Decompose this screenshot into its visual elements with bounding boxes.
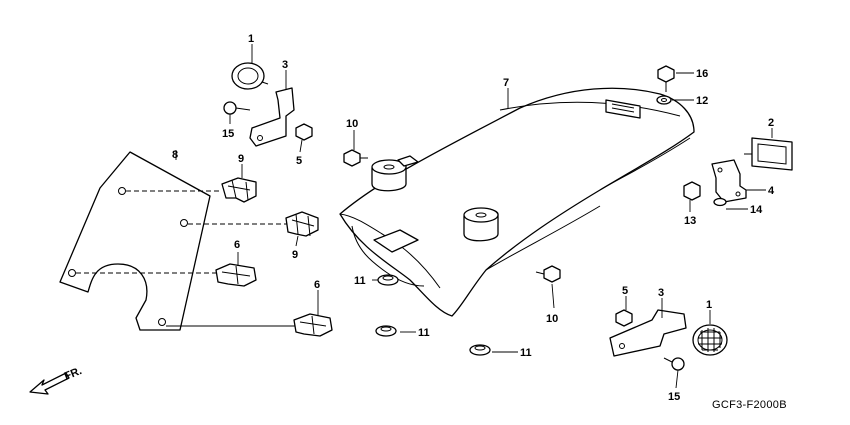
part-9-clip-upper	[221, 177, 257, 203]
part-3-bracket-lower	[609, 309, 687, 357]
callout-6-upper: 6	[234, 239, 240, 251]
callout-1-upper: 1	[248, 33, 254, 45]
part-13-nut	[683, 181, 701, 201]
part-5-nut-lower	[615, 309, 633, 327]
callout-15-upper: 15	[222, 128, 234, 140]
part-14-washer	[713, 197, 727, 207]
callout-4: 4	[768, 185, 775, 197]
front-label: FR.	[63, 365, 84, 383]
fender-boss-rear	[463, 207, 499, 242]
callout-9-upper: 9	[238, 153, 244, 165]
part-5-nut-upper	[295, 123, 313, 141]
callout-10-upper: 10	[346, 118, 358, 130]
callout-3-lower: 3	[658, 287, 664, 299]
part-15-screw-upper	[223, 101, 251, 115]
callout-2: 2	[768, 117, 774, 129]
callout-14: 14	[750, 204, 763, 216]
callout-3-upper: 3	[282, 59, 288, 71]
callout-15-lower: 15	[668, 391, 680, 403]
fender-boss-front	[371, 159, 407, 192]
part-1-reflector-upper	[231, 62, 269, 90]
leader-lines	[175, 44, 773, 389]
front-direction-indicator: FR.	[29, 365, 84, 395]
callout-11-b: 11	[418, 327, 430, 339]
callout-9-lower: 9	[292, 249, 298, 261]
callout-16: 16	[696, 68, 708, 80]
part-7-rear-fender	[339, 87, 695, 317]
front-arrow-icon	[29, 372, 70, 395]
callout-6-lower: 6	[314, 279, 320, 291]
callout-13: 13	[684, 215, 696, 227]
callout-7: 7	[503, 77, 509, 89]
diagram-code: GCF3-F2000B	[712, 399, 787, 411]
part-10-bolt-upper	[343, 149, 368, 167]
part-9-clip-lower	[285, 211, 319, 237]
part-8-plate	[59, 151, 300, 331]
callout-1-lower: 1	[706, 299, 712, 311]
part-2-reflector-side	[744, 137, 793, 171]
part-6-clip-upper	[215, 263, 257, 287]
callout-5-upper: 5	[296, 155, 302, 167]
callout-11-a: 11	[354, 275, 366, 287]
callout-11-c: 11	[520, 347, 532, 359]
part-10-bolt-lower	[535, 265, 561, 283]
callout-10-lower: 10	[546, 313, 558, 325]
callout-8: 8	[172, 149, 178, 161]
part-11-grommet-b	[375, 325, 397, 337]
part-6-clip-lower	[293, 313, 333, 337]
callout-labels: 1 1 2 3 3 4 5 5 6 6 7 8 9 9 10 10 11 11 …	[172, 33, 775, 403]
part-15-screw-lower	[663, 357, 685, 371]
part-11-grommet-c	[469, 344, 491, 356]
part-4-bracket-side	[711, 159, 747, 203]
part-3-bracket-upper	[249, 87, 295, 147]
part-12-washer	[656, 95, 672, 105]
part-1-reflector-lower	[692, 324, 728, 356]
callout-5-lower: 5	[622, 285, 628, 297]
part-16-bolt	[657, 65, 675, 92]
callout-12: 12	[696, 95, 708, 107]
part-11-grommet-a	[377, 274, 399, 286]
